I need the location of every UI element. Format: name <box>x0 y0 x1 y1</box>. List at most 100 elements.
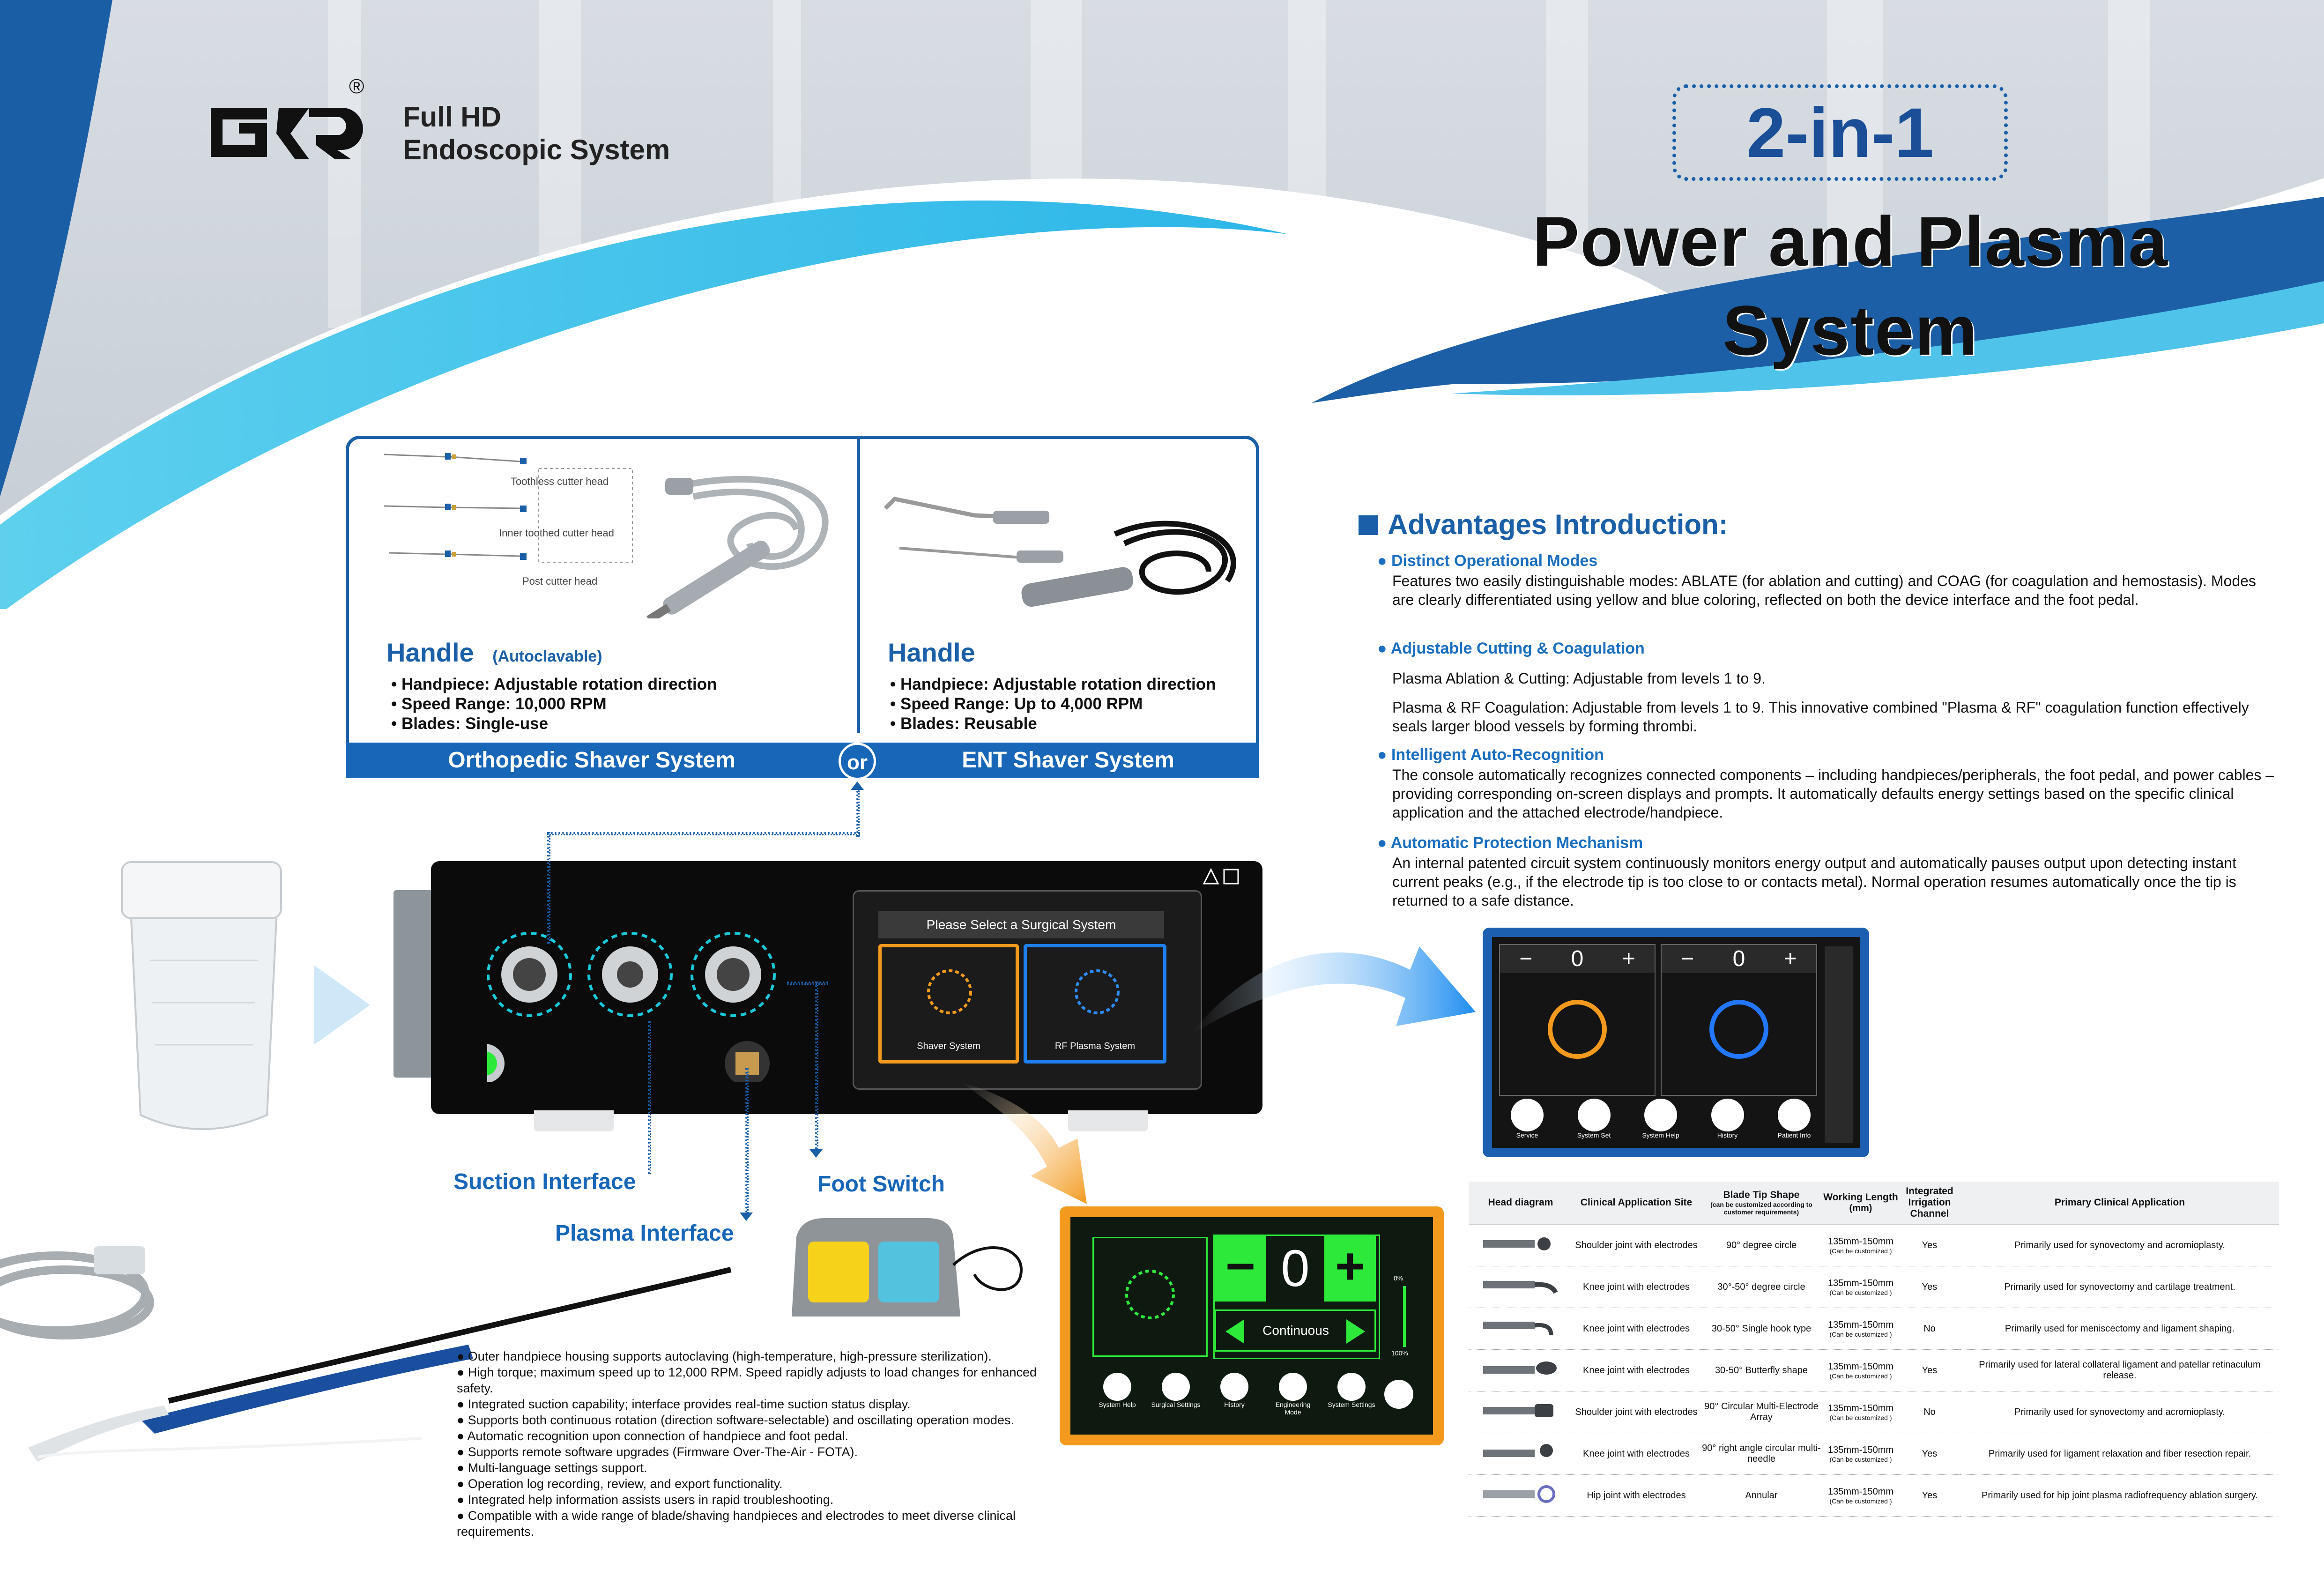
patient-info-button[interactable]: Patient Info <box>1766 1099 1822 1139</box>
mode-label: Continuous <box>1262 1323 1329 1338</box>
help-icon <box>1644 1099 1677 1131</box>
coag-minus-button[interactable]: − <box>1681 946 1694 971</box>
table-row: Shoulder joint with electrodes 90° degre… <box>1469 1224 2279 1266</box>
ent-handpiece-image <box>884 497 1236 607</box>
console-foot <box>534 1110 614 1131</box>
title-badge: 2-in-1 <box>1672 84 2008 181</box>
title-line-2: System <box>1723 291 1978 370</box>
system-help-button[interactable]: System Help <box>1633 1099 1689 1139</box>
console-foot <box>1068 1110 1148 1131</box>
advantage-text-1: Features two easily distinguishable mode… <box>1392 573 2256 608</box>
shaver-button-bar: System Help Surgical Settings History En… <box>1091 1373 1377 1420</box>
table-row: Hip joint with electrodes Annular 135mm-… <box>1469 1474 2279 1517</box>
coag-value: 0 <box>1732 946 1745 971</box>
suction-canister-image <box>121 861 282 1130</box>
col-head-length: Working Length(mm) <box>1823 1182 1899 1225</box>
system-help-button[interactable]: System Help <box>1091 1373 1143 1420</box>
history-icon <box>1711 1099 1744 1131</box>
ent-handle-title: Handle <box>888 638 975 667</box>
system-set-button[interactable]: System Set <box>1566 1099 1622 1139</box>
orthopedic-handle-title: Handle (Autoclavable) <box>386 638 602 667</box>
advantage-heading-3: ● Intelligent Auto-Recognition <box>1377 746 1604 764</box>
arrow-up-icon <box>851 781 864 790</box>
brand-line-2: Endoscopic System <box>403 134 670 165</box>
list-item: ● Outer handpiece housing supports autoc… <box>457 1349 992 1363</box>
coag-plus-button[interactable]: + <box>1783 946 1797 971</box>
advantage-heading-1: ● Distinct Operational Modes <box>1377 552 1598 570</box>
speed-plus-button[interactable]: + <box>1324 1236 1376 1302</box>
cutter-label-3: Post cutter head <box>522 575 598 587</box>
mode-selector[interactable]: Continuous <box>1215 1309 1376 1352</box>
edit-icon <box>1162 1373 1190 1401</box>
shaver-ring-icon <box>1125 1270 1175 1319</box>
advantage-text-2b: Plasma & RF Coagulation: Adjustable from… <box>1392 699 2249 735</box>
console-ports <box>487 932 776 1082</box>
engineering-mode-button[interactable]: Engineering Mode <box>1267 1373 1319 1420</box>
help-icon <box>1103 1373 1131 1401</box>
list-item: ● Supports both continuous rotation (dir… <box>457 1413 1014 1427</box>
registered-mark: ® <box>349 75 364 98</box>
advantages-title: Advantages Introduction: <box>1359 508 1728 541</box>
col-head-channel: Integrated Irrigation Channel <box>1899 1182 1960 1225</box>
engineering-icon <box>1279 1373 1307 1401</box>
shaver-system-option[interactable]: Shaver System <box>878 944 1019 1064</box>
surgical-settings-button[interactable]: Surgical Settings <box>1150 1373 1202 1420</box>
speed-minus-button[interactable]: − <box>1215 1236 1266 1302</box>
ablate-ring-icon <box>1548 1000 1607 1059</box>
ablate-value: 0 <box>1571 946 1584 971</box>
shaver-option-label: Shaver System <box>917 1041 980 1051</box>
electrode-diagram <box>1469 1474 1573 1517</box>
list-item: ● Multi-language settings support. <box>457 1461 647 1475</box>
scale-top-label: 0% <box>1394 1274 1403 1282</box>
spec-item: • Speed Range: Up to 4,000 RPM <box>890 695 1143 713</box>
electrode-diagram <box>1469 1433 1573 1475</box>
list-item: ● Supports remote software upgrades (Fir… <box>457 1445 858 1459</box>
panel-divider <box>857 438 860 733</box>
shaver-status-panel <box>1092 1237 1208 1357</box>
home-icon[interactable] <box>1384 1380 1413 1409</box>
advantage-text-2a: Plasma Ablation & Cutting: Adjustable fr… <box>1392 670 1766 687</box>
orthopedic-handpiece-image <box>646 476 829 618</box>
arrow-down-icon <box>740 1213 753 1221</box>
connector-line <box>856 787 860 837</box>
ablate-panel: − 0 + <box>1499 944 1656 1096</box>
electrode-table: Head diagram Clinical Application Site B… <box>1469 1182 2279 1517</box>
header-background <box>0 0 2324 609</box>
electrode-diagram <box>1469 1266 1573 1308</box>
speed-value: 0 <box>1281 1240 1310 1297</box>
rf-plasma-option[interactable]: RF Plasma System <box>1024 944 1166 1064</box>
suction-interface-label: Suction Interface <box>453 1169 636 1194</box>
col-head-site: Clinical Application Site <box>1573 1182 1700 1225</box>
orange-curved-arrow <box>960 1082 1087 1204</box>
spec-item: • Blades: Single-use <box>391 714 549 733</box>
cutter-heads-illustration <box>384 453 633 563</box>
advantage-heading-4: ● Automatic Protection Mechanism <box>1377 834 1643 852</box>
list-item: ● High torque; maximum speed up to 12,00… <box>457 1365 1037 1395</box>
table-row: Knee joint with electrodes 30-50° Single… <box>1469 1308 2279 1350</box>
service-button[interactable]: Service <box>1499 1099 1555 1139</box>
or-badge: or <box>839 743 876 780</box>
spec-item: • Handpiece: Adjustable rotation directi… <box>391 675 717 693</box>
patient-icon <box>1778 1099 1811 1131</box>
col-head-diagram: Head diagram <box>1469 1182 1573 1225</box>
history-button[interactable]: History <box>1700 1099 1756 1139</box>
table-row: Shoulder joint with electrodes 90° Circu… <box>1469 1391 2279 1433</box>
brand-line-1: Full HD <box>403 101 501 133</box>
plasma-button-bar: Service System Set System Help History P… <box>1499 1099 1822 1139</box>
col-head-application: Primary Clinical Application <box>1960 1182 2279 1225</box>
history-icon <box>1220 1373 1248 1401</box>
ablate-plus-button[interactable]: + <box>1622 946 1635 971</box>
table-row: Knee joint with electrodes 30°-50° degre… <box>1469 1266 2279 1308</box>
connector-line <box>547 832 550 944</box>
history-button[interactable]: History <box>1209 1373 1260 1420</box>
mode-next-icon[interactable] <box>1346 1319 1365 1344</box>
ent-system-label: ENT Shaver System <box>962 748 1174 773</box>
system-settings-button[interactable]: System Settings <box>1326 1373 1377 1420</box>
foot-switch-label: Foot Switch <box>817 1172 945 1197</box>
cutter-label-1: Toothless cutter head <box>511 476 609 487</box>
brand-logo <box>211 108 363 159</box>
ablate-minus-button[interactable]: − <box>1519 946 1533 971</box>
arrow-right-icon <box>314 965 370 1045</box>
mode-prev-icon[interactable] <box>1225 1319 1244 1344</box>
advantage-text-4: An internal patented circuit system cont… <box>1392 855 2236 909</box>
